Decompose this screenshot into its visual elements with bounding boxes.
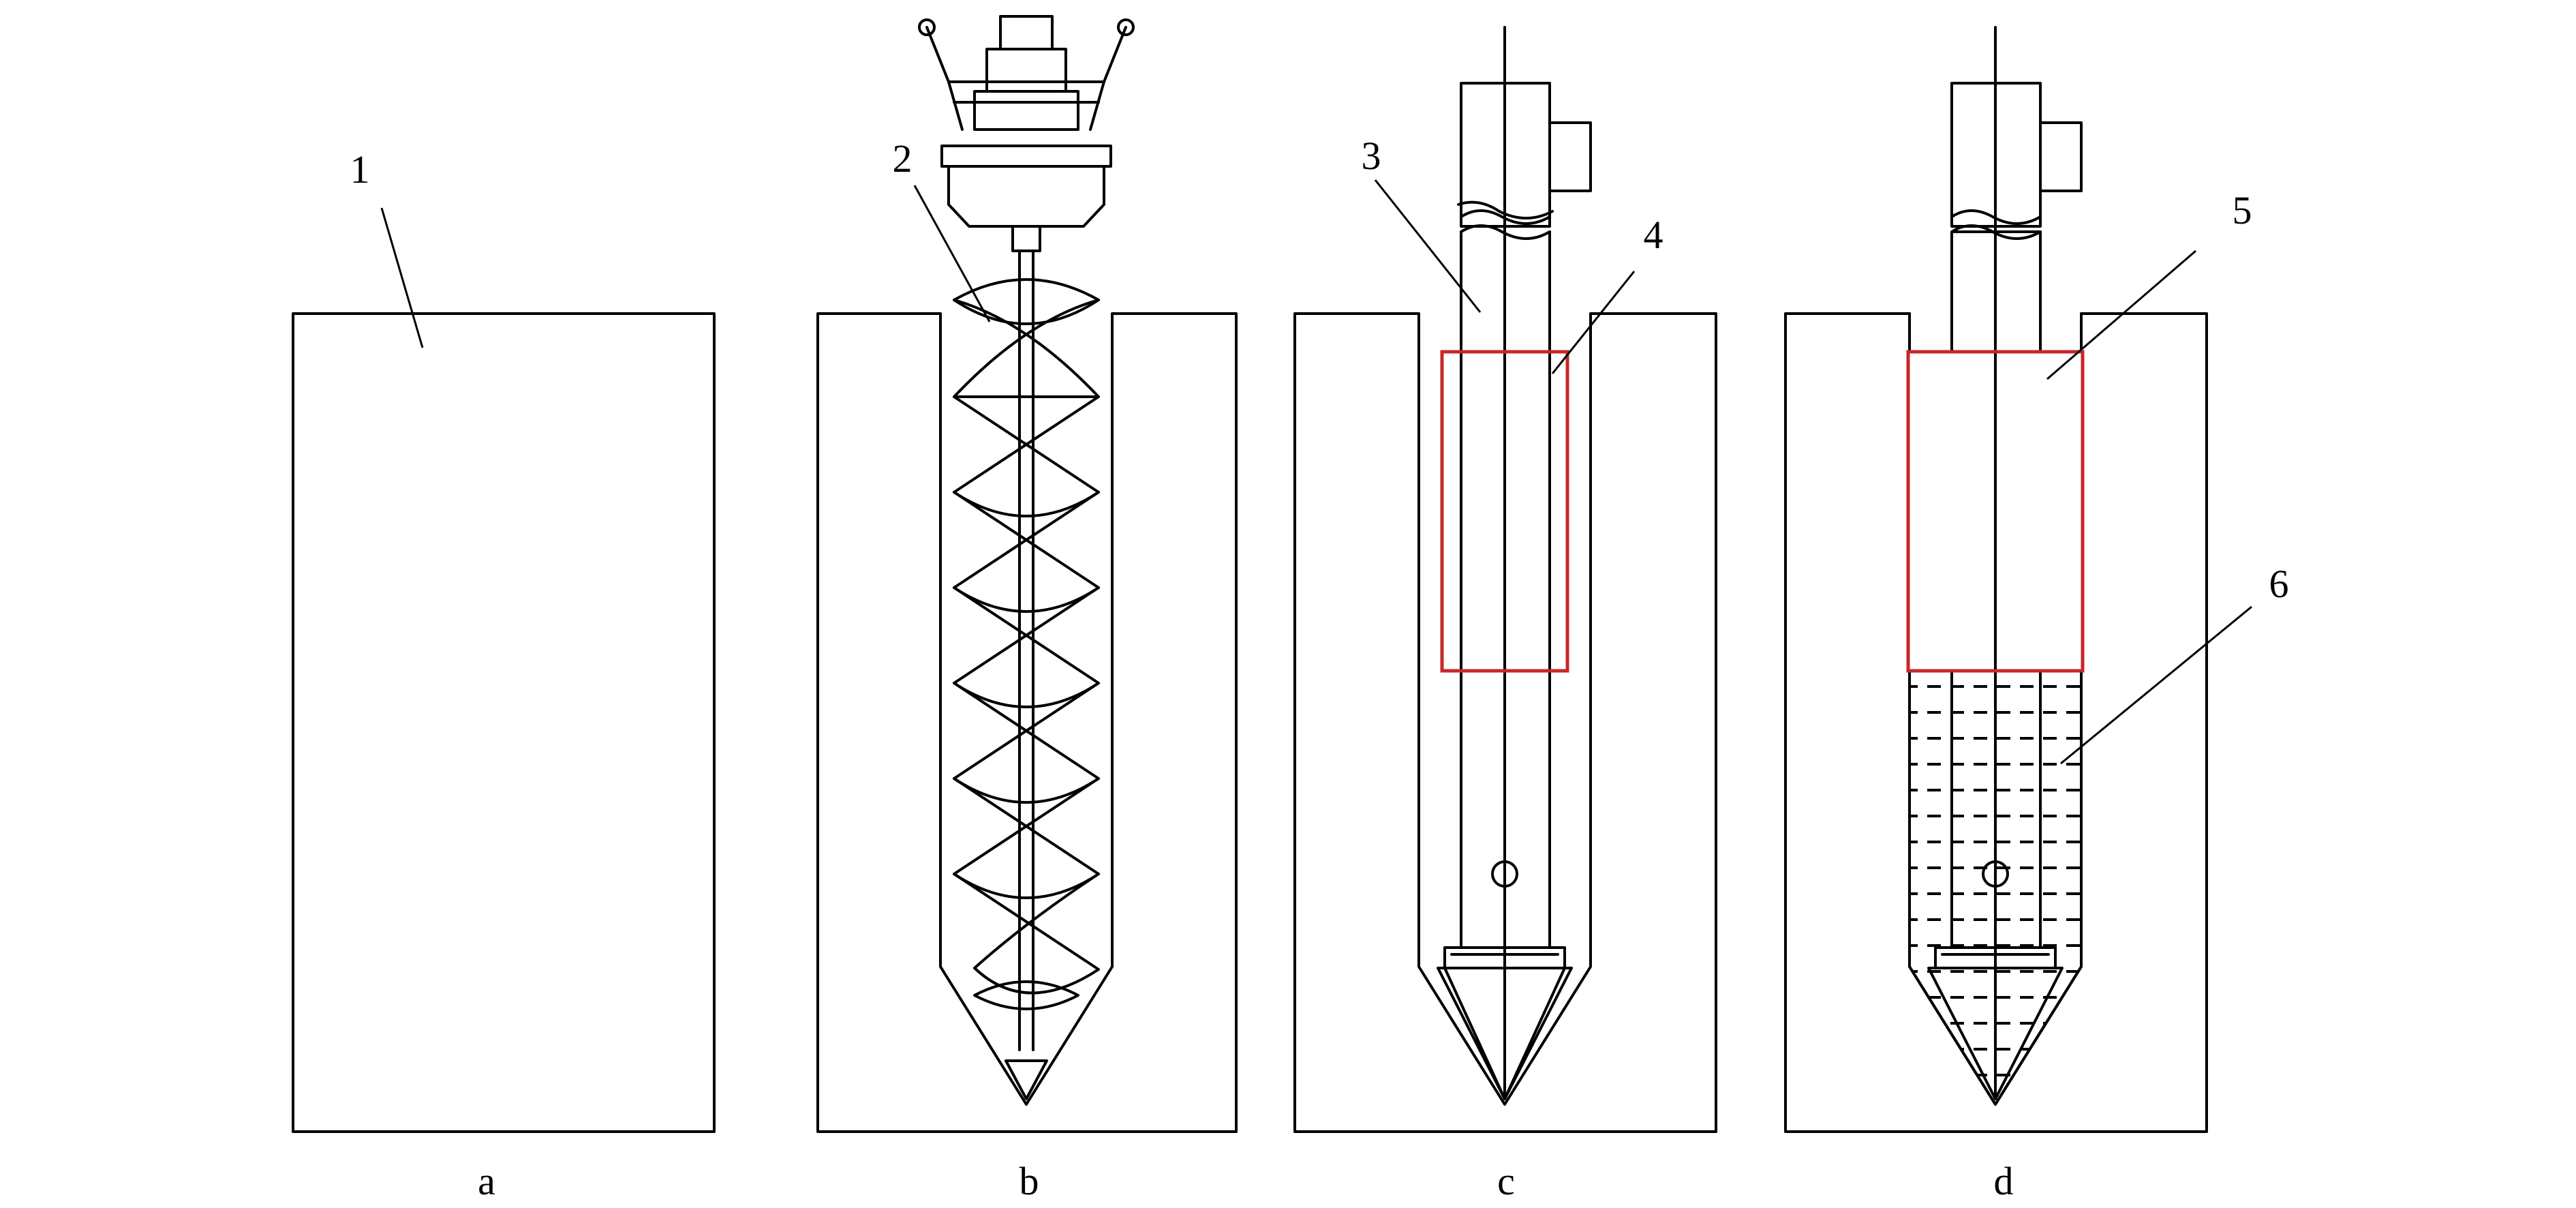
leader-line-3 <box>1374 179 1482 313</box>
drilling-rig-head <box>918 15 1135 252</box>
caption-d: d <box>1994 1159 2014 1203</box>
soil-block-b <box>816 312 1238 1133</box>
caption-b: b <box>1019 1159 1039 1203</box>
callout-6: 6 <box>2269 562 2289 606</box>
callout-1: 1 <box>350 147 370 192</box>
callout-5: 5 <box>2233 188 2252 232</box>
caption-a: a <box>478 1159 495 1203</box>
panel-a: 1 a <box>292 147 716 1203</box>
callout-2: 2 <box>893 136 913 181</box>
panel-c: 3 4 c <box>1293 26 1717 1203</box>
leader-line-6 <box>2060 605 2252 765</box>
panel-d: 5 6 d <box>1784 26 2289 1203</box>
leader-line-5 <box>2046 250 2196 380</box>
caption-c: c <box>1497 1159 1515 1203</box>
auger-flights <box>953 278 1100 1010</box>
leader-line-1 <box>380 207 424 348</box>
auger-drill-tip <box>1005 1059 1048 1100</box>
soil-block-a <box>292 312 716 1133</box>
leader-line-4 <box>1551 271 1636 374</box>
soil-block-c <box>1293 312 1717 1133</box>
leader-line-2 <box>913 185 991 322</box>
callout-4: 4 <box>1644 213 1663 257</box>
panel-b: 2 b <box>816 15 1238 1203</box>
callout-3: 3 <box>1362 134 1381 178</box>
